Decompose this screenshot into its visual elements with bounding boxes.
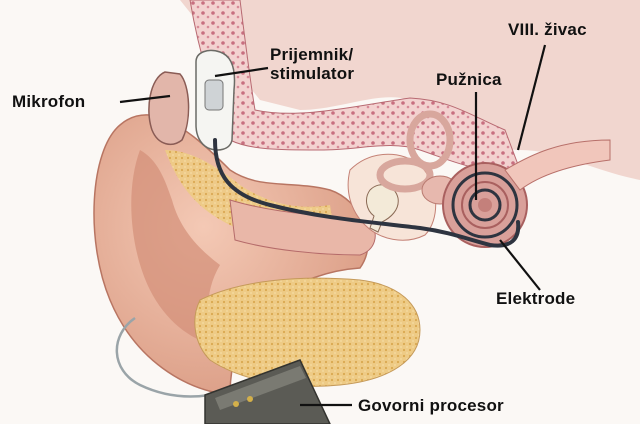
label-puznica: Pužnica — [436, 70, 502, 89]
label-viii-zivac: VIII. živac — [508, 20, 587, 39]
label-elektrode: Elektrode — [496, 289, 575, 308]
microphone-headpiece — [149, 72, 189, 144]
label-prijemnik-line2: stimulator — [270, 64, 354, 83]
fatty-tissue-lower — [195, 278, 420, 386]
label-govorni-procesor: Govorni procesor — [358, 396, 504, 415]
label-prijemnik-stimulator: Prijemnik/ stimulator — [270, 45, 354, 83]
label-prijemnik-line1: Prijemnik/ — [270, 45, 354, 64]
receiver-magnet — [205, 80, 223, 110]
label-mikrofon: Mikrofon — [12, 92, 85, 111]
